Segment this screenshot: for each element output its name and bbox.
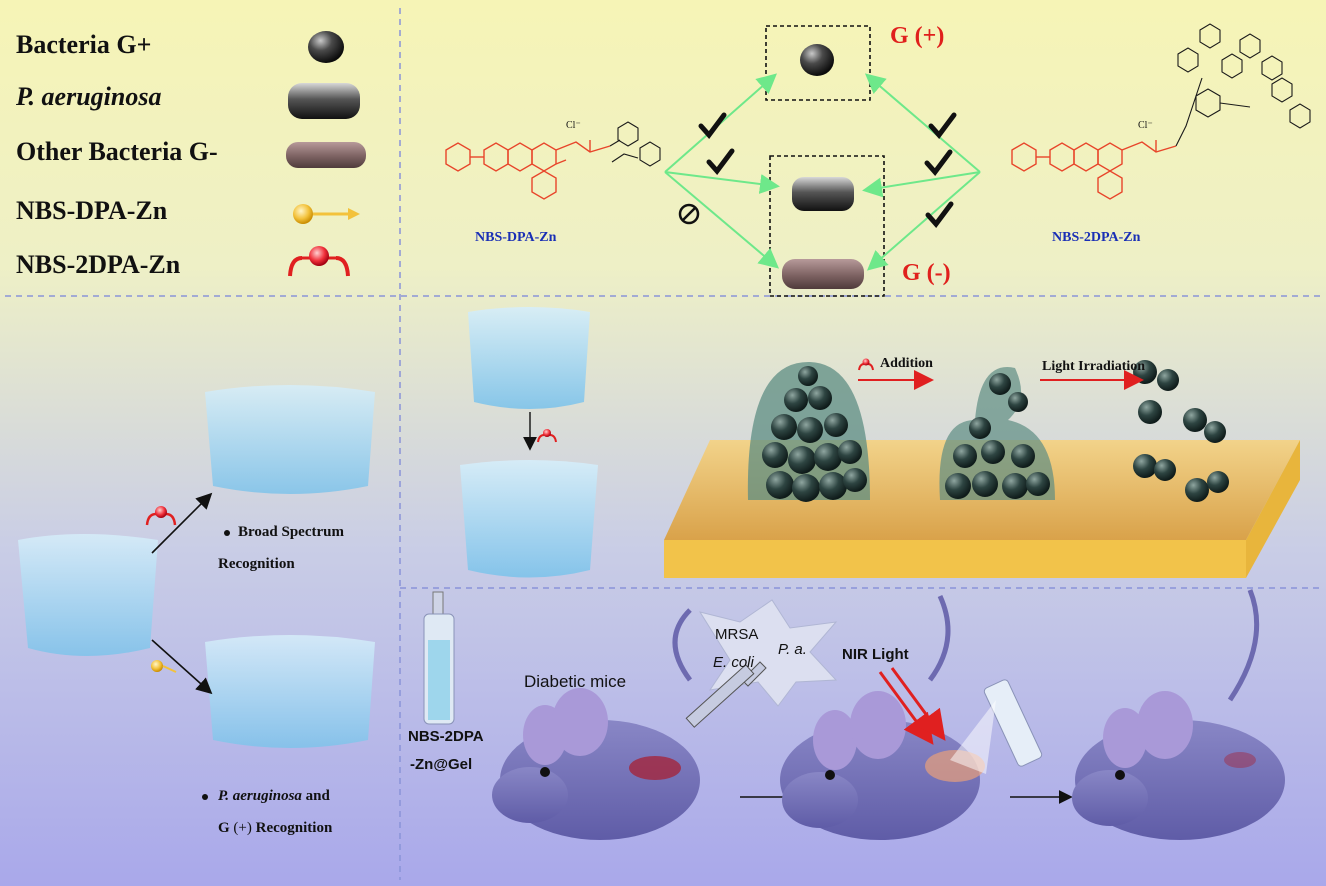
check-marks (698, 112, 957, 228)
legend-icons (286, 31, 366, 277)
biofilm-spheres (762, 360, 1229, 502)
legend-nbs-dpa-zn-label: NBS-DPA-Zn (16, 196, 168, 225)
pa-recognition-line: P. aeruginosa and (218, 788, 330, 804)
bullet-dots (202, 530, 230, 800)
left-compound-label: NBS-DPA-Zn (475, 230, 557, 245)
nbs-dpa-zn-dpa-part (609, 121, 661, 167)
ecoli-label: E. coli (713, 654, 754, 671)
mouse-1 (492, 608, 700, 840)
light-irradiation-label: Light Irradiation (1042, 359, 1146, 374)
gram-negative-group-label: G (-) (902, 260, 951, 286)
down-arrow-icon (537, 429, 557, 443)
nir-arrows (878, 667, 946, 745)
gram-positive-group-label: G (+) (890, 23, 945, 49)
scheme-pa-bacterium (792, 177, 854, 211)
branch-icon-red (145, 506, 177, 526)
broad-recognition-label: Recognition (218, 556, 295, 572)
p-aeruginosa-icon (288, 83, 360, 119)
mixed-beaker (18, 534, 158, 656)
broad-spectrum-label: Broad Spectrum (238, 524, 344, 540)
right-compound-label: NBS-2DPA-Zn (1052, 230, 1141, 245)
nbs-2dpa-zn-dpa-part (1175, 23, 1311, 147)
lower-small-beaker (460, 460, 598, 578)
broad-spectrum-beaker (205, 385, 375, 494)
nbs-dpa-zn-structure (445, 140, 611, 200)
scheme-gpos-bacterium (800, 44, 834, 76)
legend-nbs-2dpa-zn-label: NBS-2DPA-Zn (16, 250, 181, 279)
syringe (685, 661, 767, 728)
selective-beaker (205, 635, 375, 748)
nir-light-label: NIR Light (842, 646, 909, 663)
scheme-boxes (765, 25, 885, 297)
spray-bottle-right (950, 679, 1043, 774)
gram-positive-icon (308, 31, 344, 63)
legend-gram-negative-label: Other Bacteria G- (16, 137, 218, 166)
nbs-dpa-zn-icon (293, 204, 360, 224)
mrsa-label: MRSA (715, 626, 759, 643)
branch-icon-yellow (151, 660, 177, 673)
right-chloride-label: Cl⁻ (1138, 120, 1153, 131)
diabetic-mice-label: Diabetic mice (524, 672, 627, 691)
addition-icon (858, 358, 874, 371)
branch-arrows (151, 492, 213, 695)
pa-short-label: P. a. (778, 641, 807, 658)
gel-label-line-1: NBS-2DPA (408, 728, 484, 745)
gel-label-line-2: -Zn@Gel (410, 756, 473, 773)
panel-dividers (5, 8, 1322, 880)
spray-bottle-left (423, 591, 455, 725)
left-chloride-label: Cl⁻ (566, 120, 581, 131)
addition-label: Addition (880, 356, 933, 371)
gram-negative-icon (286, 142, 366, 168)
legend-p-aeruginosa-label: P. aeruginosa (16, 82, 162, 111)
mouse-2 (780, 594, 985, 840)
upper-small-beaker (468, 307, 590, 409)
legend-gram-positive-label: Bacteria G+ (16, 30, 152, 59)
nbs-2dpa-zn-icon (288, 246, 350, 277)
gpos-recognition-line: G (+) Recognition (218, 820, 333, 836)
nbs-2dpa-zn-structure (1011, 140, 1177, 200)
prohibited-icon (678, 203, 700, 225)
mouse-3 (1072, 589, 1285, 840)
scheme-gneg-bacterium (782, 259, 864, 289)
